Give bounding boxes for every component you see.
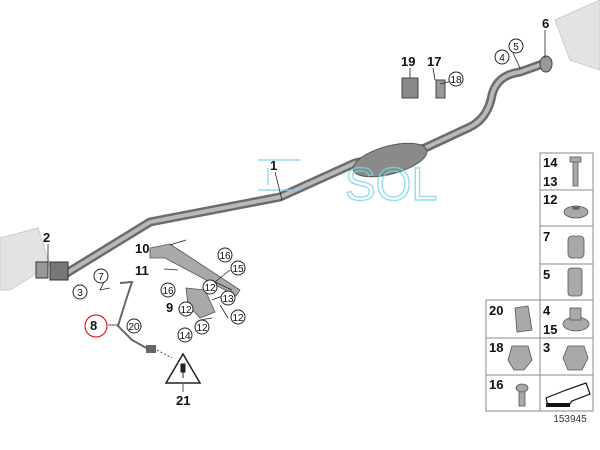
rear-muffler-ghost <box>554 0 600 71</box>
catalytic-converter <box>352 142 428 178</box>
svg-text:16: 16 <box>489 377 503 392</box>
svg-text:18: 18 <box>489 340 503 355</box>
callout-14: 14 <box>177 327 193 343</box>
svg-text:12: 12 <box>204 283 216 294</box>
svg-text:4: 4 <box>499 53 505 64</box>
callout-12c: 12 <box>194 319 210 335</box>
callout-4: 4 <box>494 49 510 65</box>
callout-16a: 16 <box>217 247 233 263</box>
svg-text:7: 7 <box>543 229 550 244</box>
svg-text:12: 12 <box>180 305 192 316</box>
callout-13: 13 <box>220 290 236 306</box>
rear-clamp <box>539 55 553 73</box>
flange <box>49 261 69 281</box>
label-8: 8 <box>90 318 97 333</box>
svg-text:20: 20 <box>128 322 140 333</box>
watermark: SOL <box>345 158 437 210</box>
callout-15: 15 <box>230 260 246 276</box>
callout-7: 7 <box>93 268 109 284</box>
rubber-mount <box>401 77 419 99</box>
svg-text:3: 3 <box>77 288 83 299</box>
callout-12d: 12 <box>178 301 194 317</box>
exhaust-pipe <box>35 55 553 281</box>
highlight-circle-8 <box>84 314 108 338</box>
fastener-legend: 14 13 12 7 5 20 4 15 18 3 16 <box>485 152 594 412</box>
svg-text:12: 12 <box>543 192 557 207</box>
callout-12b: 12 <box>230 309 246 325</box>
callout-18: 18 <box>448 71 464 87</box>
label-10: 10 <box>135 241 149 256</box>
svg-text:14: 14 <box>543 155 558 170</box>
svg-text:13: 13 <box>222 294 234 305</box>
svg-text:18: 18 <box>450 75 462 86</box>
label-2: 2 <box>43 230 50 245</box>
sensor-plug <box>146 345 156 353</box>
callout-5: 5 <box>508 38 524 54</box>
svg-text:16: 16 <box>219 251 231 262</box>
label-6: 6 <box>542 16 549 31</box>
label-11: 11 <box>135 263 149 278</box>
svg-text:16: 16 <box>162 286 174 297</box>
svg-text:12: 12 <box>196 323 208 334</box>
label-19: 19 <box>401 54 415 69</box>
svg-text:13: 13 <box>543 174 557 189</box>
callout-12a: 12 <box>202 279 218 295</box>
label-1: 1 <box>270 158 277 173</box>
callout-20: 20 <box>126 318 142 334</box>
callout-3: 3 <box>72 284 88 300</box>
hanger-bracket <box>435 79 446 99</box>
svg-text:5: 5 <box>513 42 519 53</box>
svg-text:20: 20 <box>489 303 503 318</box>
gasket <box>35 261 49 279</box>
electrical-connector-symbol <box>164 352 202 384</box>
svg-text:5: 5 <box>543 267 550 282</box>
label-9: 9 <box>166 300 173 315</box>
label-21: 21 <box>176 393 190 408</box>
svg-text:3: 3 <box>543 340 550 355</box>
diagram-number: 153945 <box>553 414 587 425</box>
svg-text:4: 4 <box>543 303 551 318</box>
svg-text:14: 14 <box>179 331 191 342</box>
svg-text:15: 15 <box>543 322 557 337</box>
callout-16b: 16 <box>160 282 176 298</box>
watermark-mark <box>258 159 300 191</box>
svg-text:7: 7 <box>98 272 104 283</box>
svg-text:15: 15 <box>232 264 244 275</box>
oxygen-sensor-wire <box>116 280 151 351</box>
front-pipe-ghost <box>0 227 51 291</box>
svg-text:12: 12 <box>232 313 244 324</box>
label-17: 17 <box>427 54 441 69</box>
